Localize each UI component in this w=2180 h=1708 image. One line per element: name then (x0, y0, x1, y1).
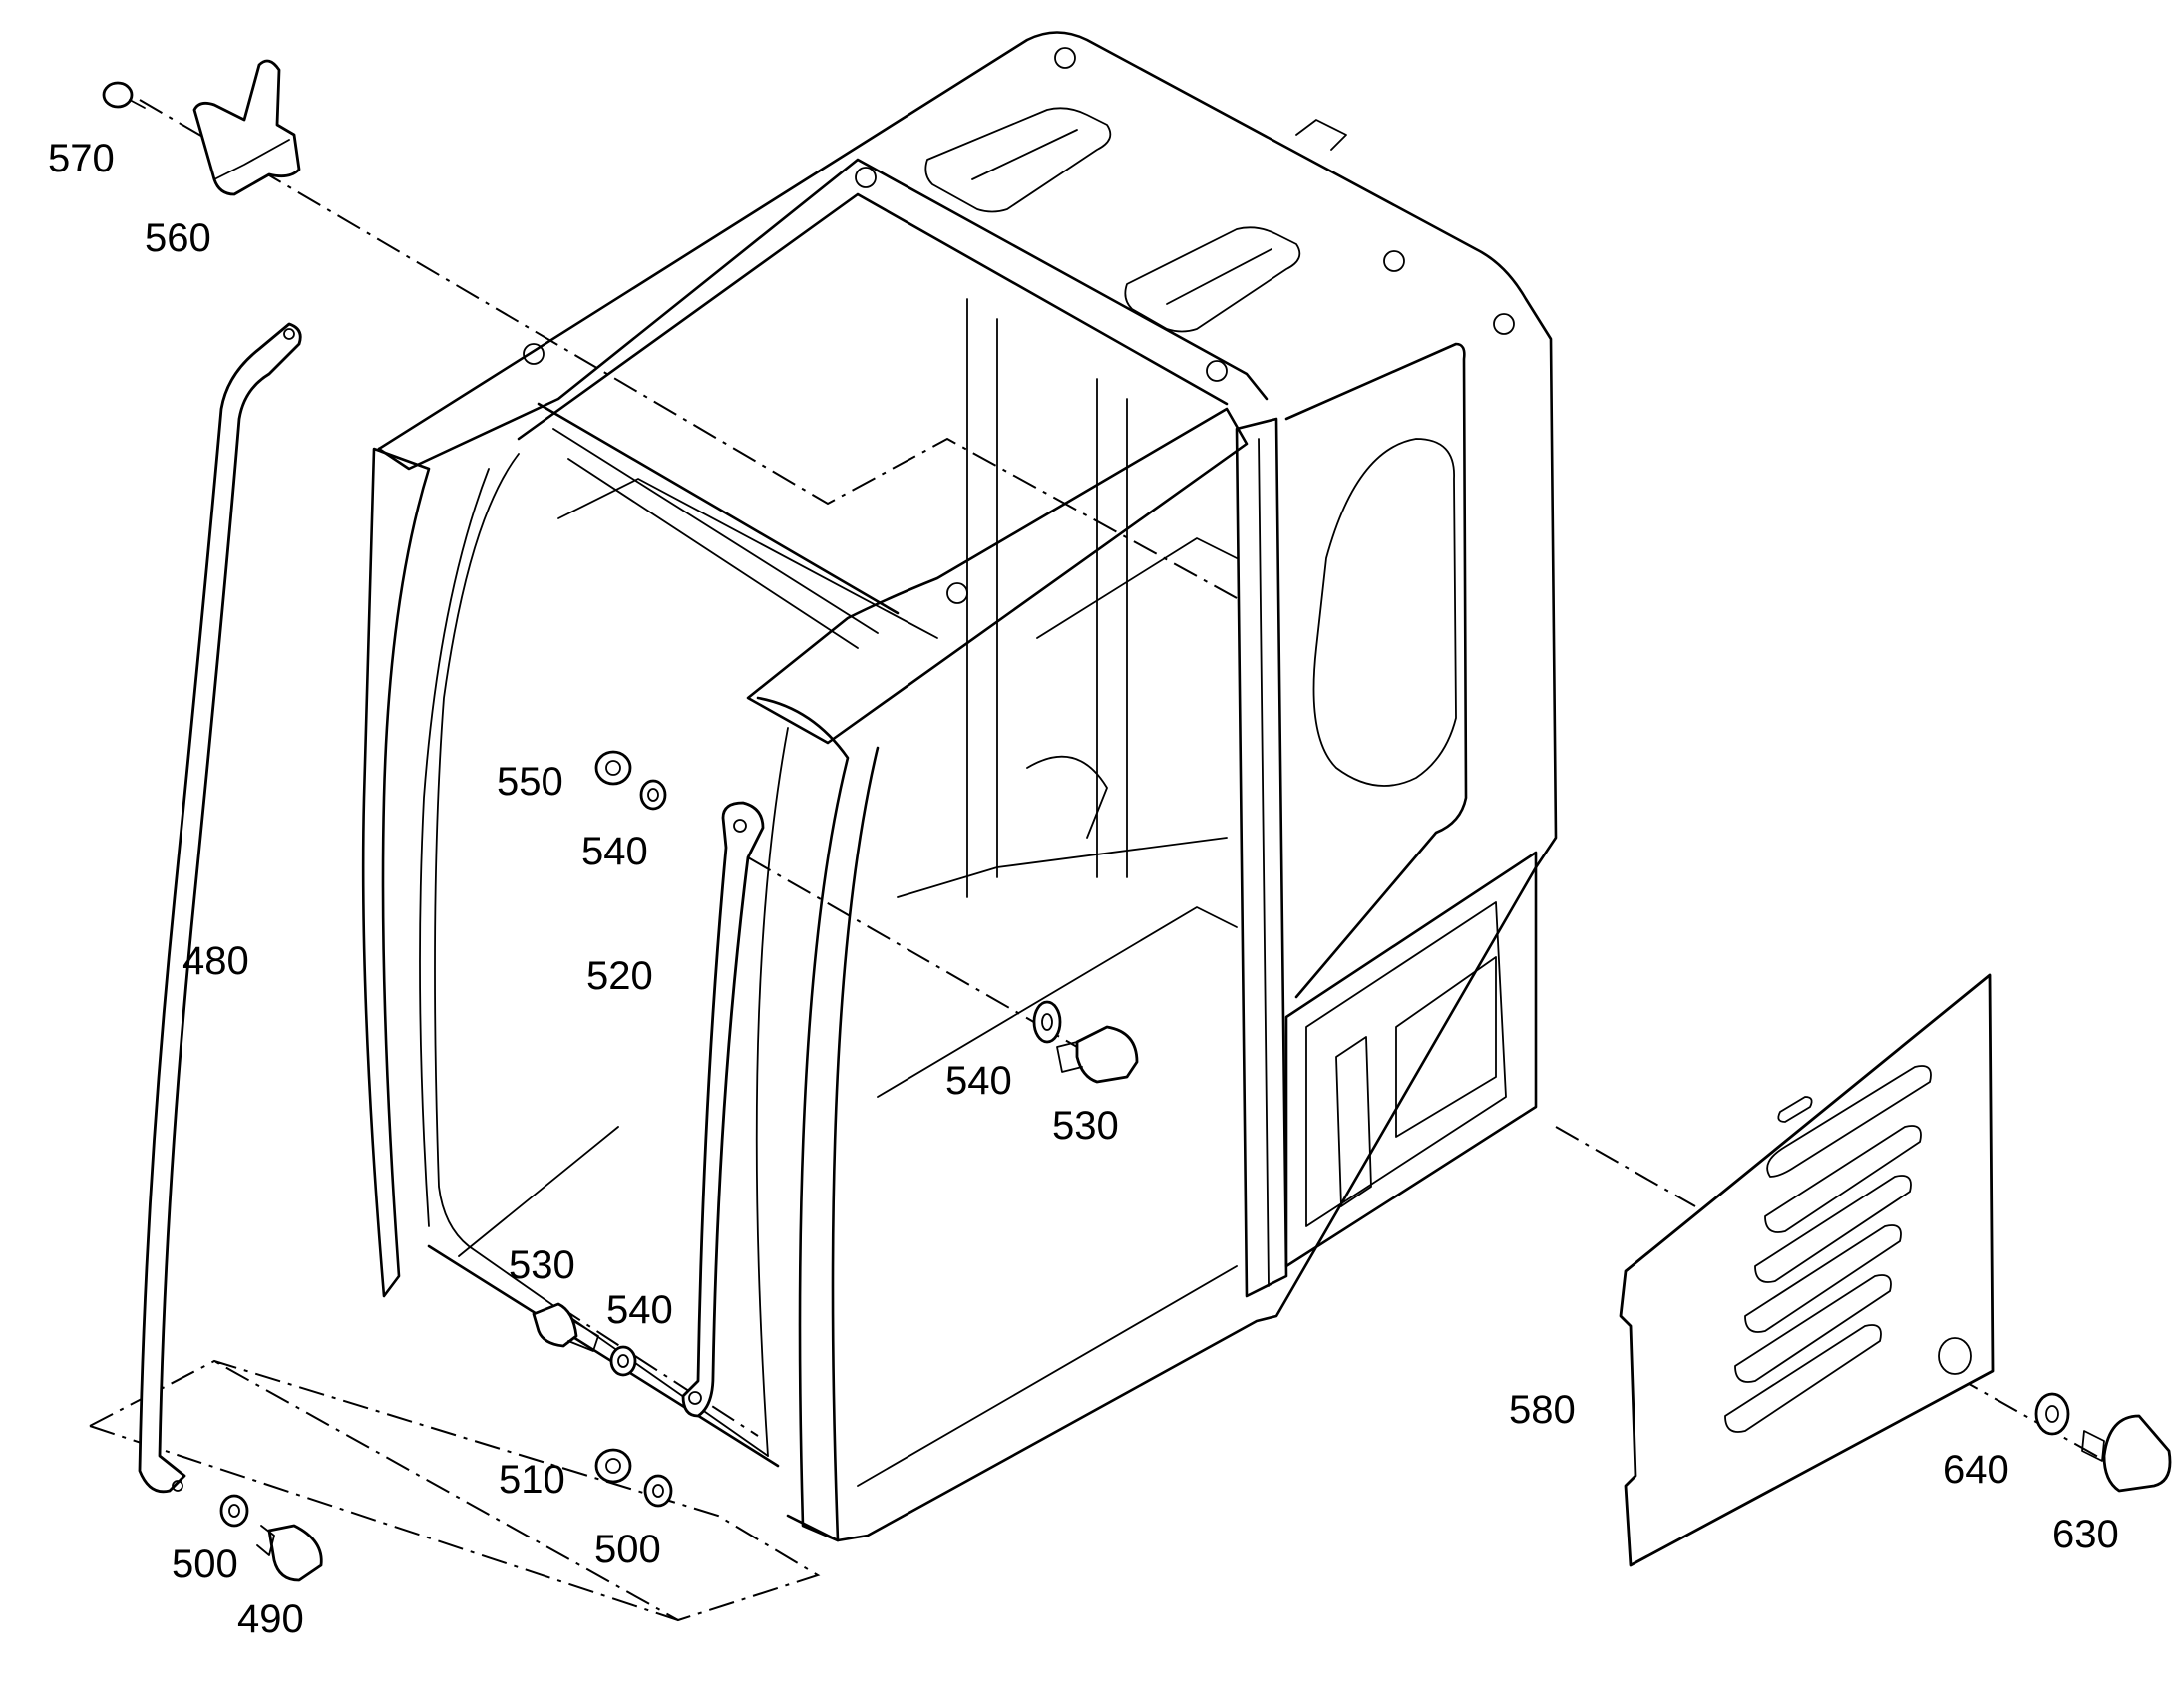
callout-540-lower: 540 (606, 1288, 673, 1332)
callout-labels: 570 560 480 550 540 520 540 530 530 540 … (48, 137, 2119, 1641)
part-500-washer-a (643, 1474, 673, 1508)
callout-480: 480 (182, 939, 249, 983)
callout-530-mid: 530 (1052, 1104, 1119, 1148)
callout-530-lower: 530 (509, 1243, 575, 1287)
part-530-bolt-b (532, 1302, 599, 1352)
part-540-washer-b (1032, 1000, 1062, 1044)
part-550-nut (594, 750, 632, 786)
part-520-handle (681, 801, 765, 1418)
callout-520: 520 (586, 954, 653, 998)
part-630-knob (2081, 1414, 2172, 1493)
callout-490: 490 (237, 1597, 304, 1641)
part-490-bolt (256, 1524, 323, 1582)
callout-560: 560 (145, 216, 211, 260)
callout-550: 550 (497, 760, 563, 804)
callout-630: 630 (2052, 1513, 2119, 1556)
part-480-bar (138, 322, 302, 1494)
callout-540-upper: 540 (581, 830, 648, 873)
part-580-louvered-panel (1619, 973, 1995, 1567)
part-530-bolt-a (1056, 1025, 1139, 1084)
part-560-bracket (192, 59, 301, 196)
part-540-washer-a (639, 779, 667, 811)
cab-frame (361, 31, 1558, 1542)
part-510-nut (594, 1448, 632, 1484)
part-540-washer-c (609, 1345, 637, 1377)
callout-500-left: 500 (172, 1542, 238, 1586)
callout-570: 570 (48, 137, 115, 180)
part-500-washer-b (219, 1494, 249, 1528)
part-640-washer (2034, 1392, 2070, 1436)
callout-580: 580 (1509, 1388, 1576, 1432)
callout-540-mid: 540 (945, 1059, 1012, 1103)
callout-510: 510 (499, 1458, 565, 1502)
callout-500-right: 500 (594, 1528, 661, 1571)
callout-640: 640 (1943, 1448, 2009, 1492)
part-570-screw (102, 81, 146, 109)
